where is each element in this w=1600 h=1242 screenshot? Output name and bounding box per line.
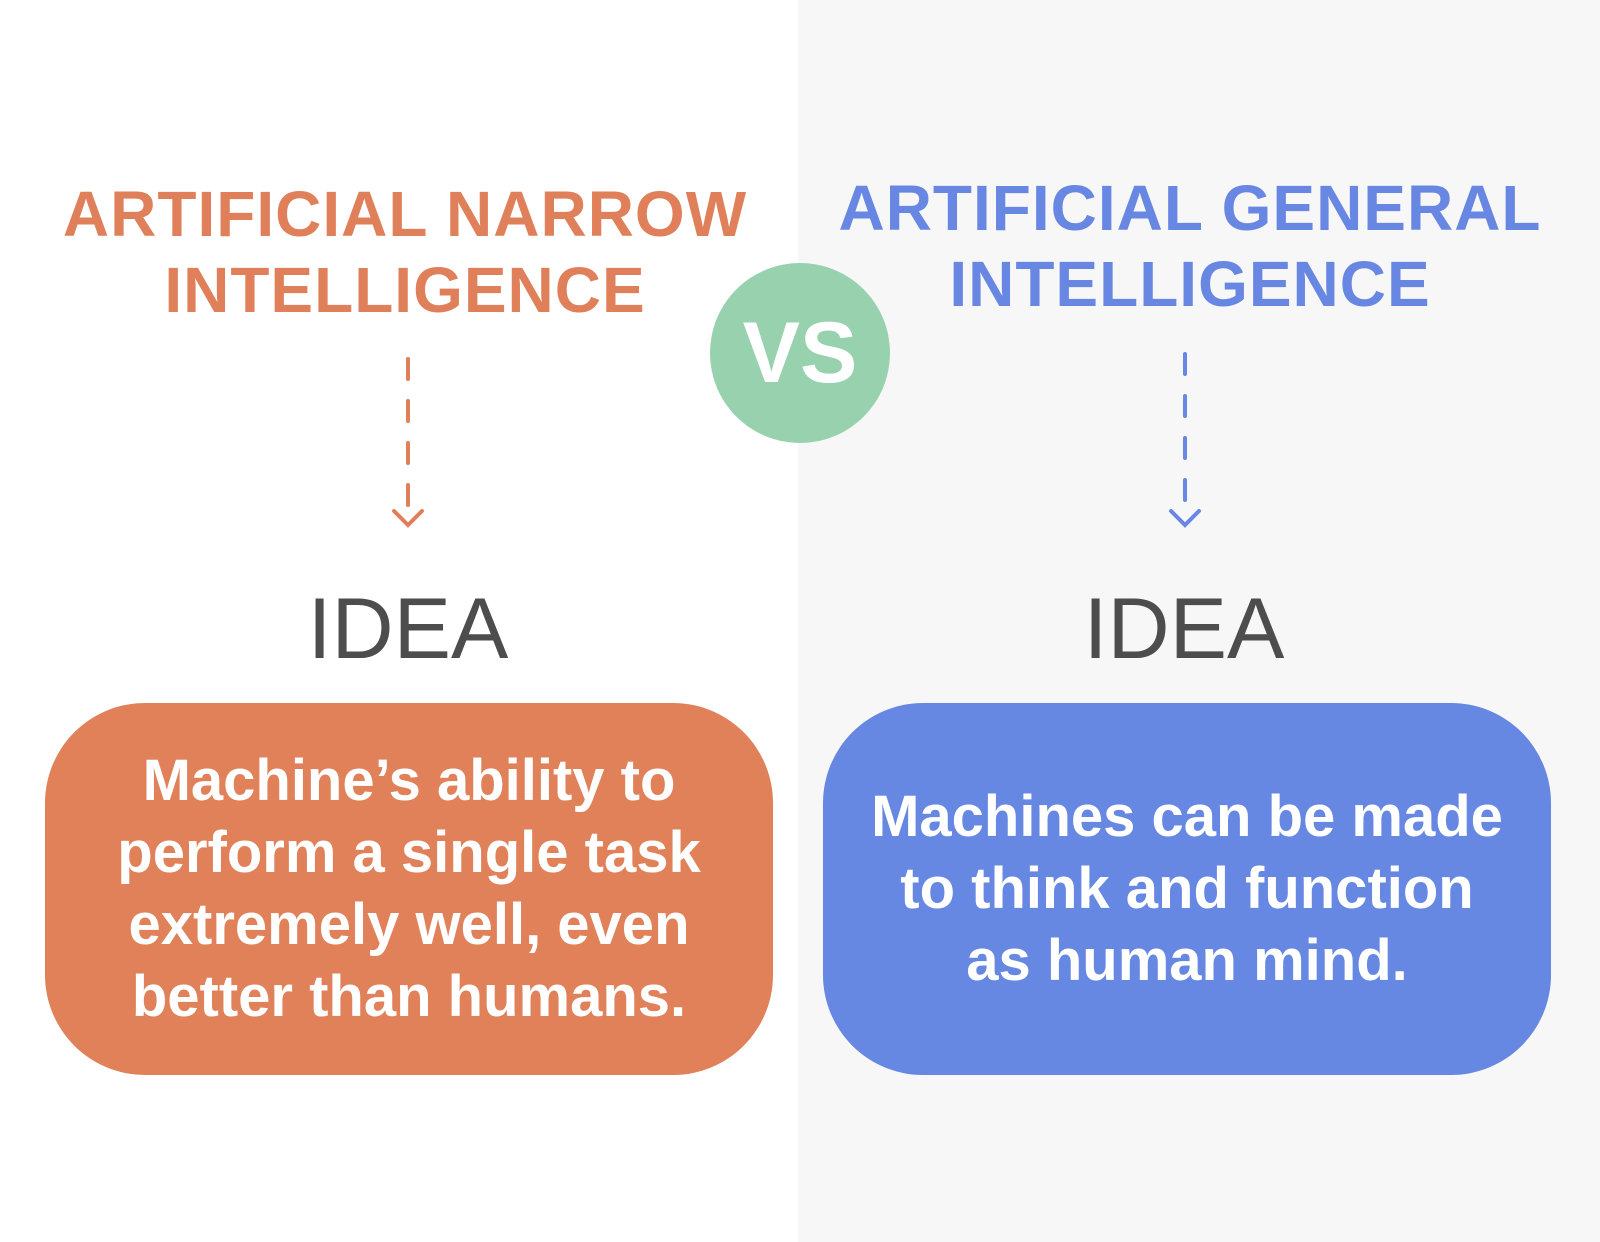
vs-badge: VS [710,263,890,443]
ani-title: ARTIFICIAL NARROW INTELLIGENCE [40,176,770,328]
dashed-arrow-down-icon [1169,352,1201,528]
ani-idea-label: IDEA [307,581,509,677]
agi-description: Machines can be made to think and functi… [871,784,1503,993]
dashed-arrow-down-icon [392,357,424,528]
ani-title-line1: ARTIFICIAL NARROW [62,178,748,250]
agi-description-box: Machines can be made to think and functi… [823,703,1551,1075]
agi-title-line1: ARTIFICIAL GENERAL [838,172,1542,244]
ani-description: Machine’s ability to perform a single ta… [117,748,701,1029]
ani-title-line2: INTELLIGENCE [164,254,646,326]
ani-description-box: Machine’s ability to perform a single ta… [45,703,773,1075]
agi-title: ARTIFICIAL GENERAL INTELLIGENCE [820,170,1560,322]
agi-idea-label: IDEA [1083,581,1285,677]
agi-title-line2: INTELLIGENCE [949,248,1431,320]
